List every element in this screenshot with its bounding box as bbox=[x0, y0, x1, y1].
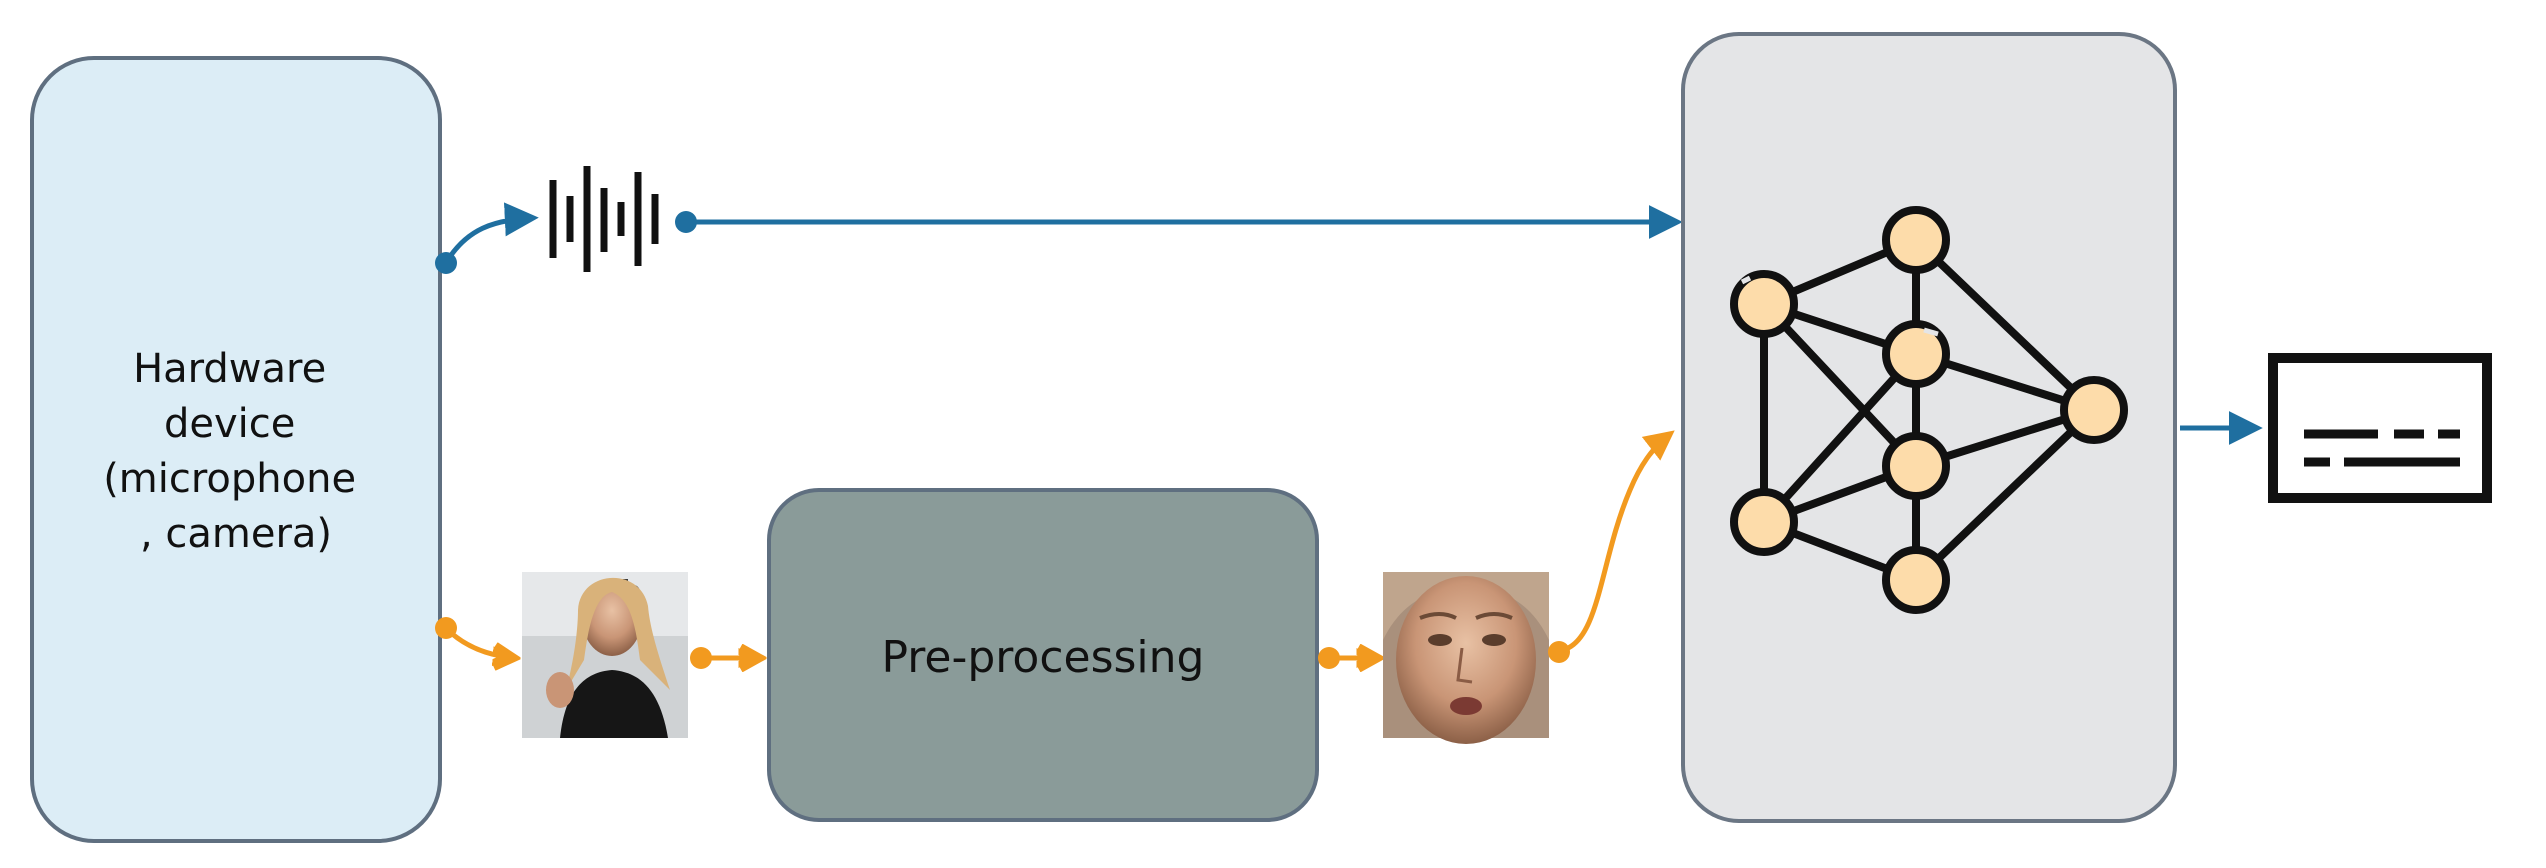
hardware-device-box bbox=[30, 56, 442, 843]
nn-node-hidden-1 bbox=[1882, 206, 1950, 274]
hardware-label-line-2: device bbox=[164, 401, 295, 447]
preprocessing-label: Pre-processing bbox=[882, 632, 1205, 683]
preprocessing-box bbox=[767, 488, 1319, 822]
model-box bbox=[1681, 32, 2177, 823]
nn-node-input-2 bbox=[1730, 488, 1798, 556]
video-curve-arrow bbox=[448, 630, 516, 658]
face-to-model-arrow bbox=[1562, 430, 1675, 653]
face-output-dot bbox=[1548, 641, 1570, 663]
hardware-label-line-3: (microphone bbox=[103, 456, 356, 502]
frame-output-dot bbox=[690, 647, 712, 669]
nn-node-hidden-4 bbox=[1882, 546, 1950, 614]
audio-curve-arrow bbox=[446, 202, 539, 260]
audio-output-dot bbox=[675, 211, 697, 233]
nn-node-output bbox=[2060, 376, 2128, 444]
nn-node-input-1 bbox=[1730, 270, 1798, 338]
hardware-label-line-4: , camera) bbox=[140, 511, 332, 557]
nn-node-hidden-3 bbox=[1882, 432, 1950, 500]
hardware-label-line-1: Hardware bbox=[133, 346, 326, 392]
preprocessing-output-dot bbox=[1318, 647, 1340, 669]
audio-waveform-icon bbox=[549, 166, 659, 272]
nn-node-hidden-2 bbox=[1882, 320, 1950, 388]
subtitles-text-icon bbox=[2268, 353, 2492, 503]
neural-network-icon bbox=[1730, 206, 2128, 614]
speaker-video-frame-icon: ab bbox=[522, 572, 688, 738]
hardware-device-label: Hardware device (microphone , camera) bbox=[103, 346, 369, 557]
cropped-face-icon bbox=[1383, 572, 1549, 744]
